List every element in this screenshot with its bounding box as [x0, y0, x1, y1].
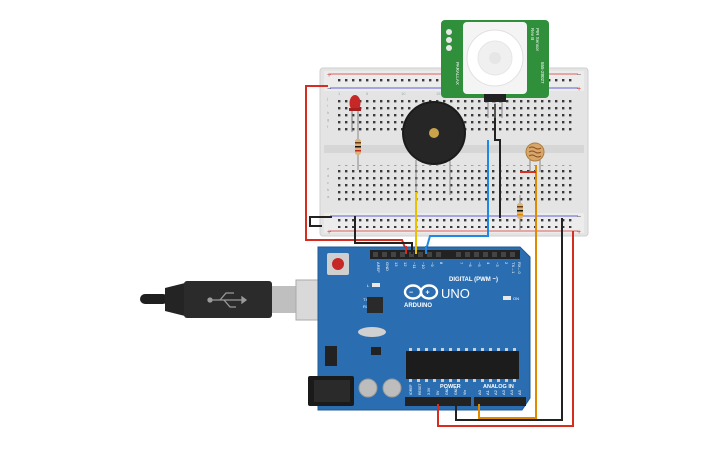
column-label: 10 — [401, 91, 406, 96]
led-l-label: L — [367, 283, 370, 288]
pin-label: 3.3V — [427, 387, 431, 395]
atmega-chip — [406, 351, 519, 379]
pin-label: ~9 — [430, 262, 435, 267]
svg-text:+: + — [577, 86, 581, 93]
row-label: j — [326, 96, 328, 101]
row-label: a — [327, 194, 330, 199]
analog-header — [474, 397, 526, 406]
row-label: f — [327, 124, 329, 129]
pin-label: A1 — [485, 389, 490, 395]
power-header-label: POWER — [440, 384, 461, 390]
row-label: i — [327, 103, 328, 108]
pin-label: A5 — [517, 389, 522, 395]
pin-label: 2 — [504, 262, 509, 265]
pin-label: A0 — [477, 389, 482, 395]
wire-black-pir — [494, 104, 501, 218]
resistor-ldr — [517, 195, 523, 230]
piezo-buzzer — [402, 101, 466, 195]
pin-label: 4 — [486, 262, 491, 265]
power-header — [405, 397, 471, 406]
digital-pin-labels: AREF GND 13 12 ~11 ~10 ~9 8 7 ~6 ~5 4 ~3… — [376, 262, 522, 275]
brand-label: ARDUINO — [404, 303, 432, 309]
svg-text:−: − — [577, 72, 581, 79]
power-pin-labels: IOREF RESET 3.3V 5V GND GND Vin — [409, 382, 467, 395]
row-label: b — [327, 187, 330, 192]
pin-label: 13 — [394, 262, 399, 267]
model-label: UNO — [441, 286, 470, 301]
wire-endpoints — [405, 246, 480, 426]
column-label: 5 — [366, 91, 369, 96]
pin-label: GND — [385, 262, 390, 271]
pir-name-label: PIR Sensor — [535, 28, 540, 52]
pin-label: ~10 — [421, 262, 426, 270]
wire-blue-signal — [425, 140, 489, 251]
pin-label: A4 — [509, 389, 514, 395]
pin-label: GND — [445, 387, 449, 395]
pir-rev-label: Rev B — [530, 28, 535, 40]
pin-label: RESET — [418, 382, 422, 395]
pin-label: A2 — [493, 389, 498, 395]
analog-pin-labels: A0 A1 A2 A3 A4 A5 — [477, 389, 522, 395]
pin-label: ~11 — [412, 262, 417, 269]
pin-label: ~5 — [477, 262, 482, 267]
pin-label: 5V — [436, 390, 440, 395]
svg-text:−: − — [327, 86, 331, 93]
resistor-led — [355, 130, 361, 170]
row-label: h — [327, 110, 329, 115]
pin-label: Vin — [463, 390, 467, 395]
column-label: 1 — [338, 91, 341, 96]
pin-label: ~6 — [468, 262, 473, 267]
column-label: 15 — [436, 91, 441, 96]
photoresistor — [525, 142, 545, 172]
pin-label: RX←0 — [517, 262, 522, 275]
pin-label: AREF — [376, 262, 381, 273]
usb-chip — [367, 297, 383, 313]
pin-label: 7 — [459, 262, 464, 265]
wire-black-gnd-left — [309, 216, 332, 227]
pin-label: 8 — [439, 262, 444, 265]
row-label: g — [327, 117, 329, 122]
svg-text:−: − — [409, 290, 413, 297]
svg-text:+: + — [426, 290, 430, 297]
row-label: c — [327, 180, 329, 185]
row-label: d — [327, 173, 329, 178]
usb-cable — [140, 279, 349, 321]
reset-button[interactable] — [327, 253, 349, 275]
pir-left-label: PARALLAX — [455, 62, 460, 85]
pin-label: TX→1 — [511, 262, 516, 274]
row-label: e — [327, 166, 330, 171]
red-led — [349, 95, 361, 132]
svg-text:+: + — [327, 229, 331, 236]
crystal — [358, 327, 386, 337]
led-rx-label: RX — [363, 304, 369, 309]
pin-label: GND — [454, 387, 458, 395]
pin-label: A3 — [501, 389, 506, 395]
on-label: ON — [513, 296, 519, 301]
pin-label: 12 — [403, 262, 408, 267]
pin-label: IOREF — [409, 384, 413, 395]
pin-label: ~3 — [495, 262, 500, 267]
svg-text:−: − — [577, 214, 581, 221]
analog-header-label: ANALOG IN — [483, 384, 514, 390]
digital-header-label: DIGITAL (PWM ~) — [449, 277, 498, 283]
arduino-uno: AREF GND 13 12 ~11 ~10 ~9 8 7 ~6 ~5 4 ~3… — [308, 246, 531, 411]
usb-icon — [207, 292, 248, 308]
led-tx-label: TX — [363, 297, 368, 302]
breadboard-row-labels: j i h g f e d c b a — [326, 96, 330, 199]
svg-text:+: + — [327, 72, 331, 79]
arduino-logo-icon — [403, 284, 439, 300]
pir-sensor: PIR Sensor Rev B PARALLAX 555-28027 — [441, 20, 549, 118]
digital-header — [370, 250, 520, 259]
pir-right-label: 555-28027 — [540, 62, 545, 84]
svg-text:+: + — [577, 229, 581, 236]
